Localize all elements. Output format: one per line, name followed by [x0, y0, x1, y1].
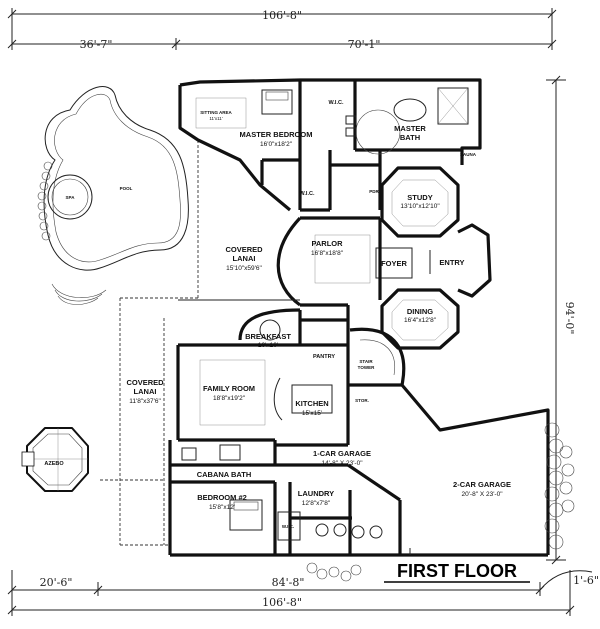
family-room-label: FAMILY ROOM [203, 384, 255, 393]
dim-bottom-left: 20'-6" [40, 576, 73, 589]
bedroom-2-label: BEDROOM #2 [197, 493, 247, 502]
kitchen-size: 15'x15' [302, 410, 322, 417]
house-walls [168, 78, 550, 557]
landscaping [306, 422, 575, 582]
interior-details [181, 87, 469, 539]
gazebo: AZEBO [21, 427, 89, 492]
pool-area: SPA POOL [37, 86, 189, 305]
dim-top-right: 70'-1" [348, 38, 381, 51]
dim-top-left: 36'-7" [80, 38, 113, 51]
breakfast-label: BREAKFAST [245, 332, 291, 341]
pantry-label: PANTRY [313, 354, 335, 360]
dim-bottom-middle: 84'-8" [272, 576, 305, 589]
pool-shape [43, 86, 189, 271]
bedroom-2-size: 15'8"x12' [209, 504, 235, 511]
covered-lanai-2-label-2: LANAI [134, 387, 157, 396]
sitting-area-size: 11'x11' [209, 116, 222, 121]
garage-2-size: 20'-8" X 23'-0" [461, 491, 503, 498]
pool-label: POOL [120, 186, 133, 191]
breakfast-size: 10'x10' [258, 342, 278, 349]
garage-1-size: 14'-8" X 23'-0" [321, 460, 363, 467]
garage-2-label: 2-CAR GARAGE [453, 480, 511, 489]
plan-title: FIRST FLOOR [397, 561, 517, 581]
stair-tower-label: STAIR [359, 359, 373, 364]
master-bath-label-2: BATH [400, 133, 420, 142]
parlor-label: PARLOR [311, 239, 343, 248]
wic-bottom-label: W.I.C. [282, 524, 294, 529]
study-label: STUDY [407, 193, 432, 202]
master-bedroom-size: 16'0"x18'2" [260, 141, 293, 148]
dim-bottom-right: 1'-6" [573, 574, 599, 587]
dim-top-overall: 106'-8" [262, 9, 302, 22]
dim-right-side: 94'-0" [563, 302, 576, 335]
master-bedroom-label: MASTER BEDROOM [240, 130, 313, 139]
study-size: 13'10"x12'10" [400, 203, 440, 210]
covered-lanai-1-label-2: LANAI [233, 254, 256, 263]
dining-size: 16'4"x12'8" [404, 317, 437, 324]
gazebo-label: AZEBO [44, 461, 64, 467]
entry-label: ENTRY [439, 258, 464, 267]
room-labels: SITTING AREA 11'x11' MASTER BEDROOM 16'0… [126, 100, 511, 529]
stor-label: STOR. [355, 398, 369, 403]
spa-label: SPA [66, 195, 76, 200]
parlor-size: 16'8"x18'8" [311, 250, 344, 257]
covered-lanai-1-size: 15'10"x59'6" [226, 265, 262, 272]
dining-label: DINING [407, 307, 433, 316]
covered-lanai-1-label: COVERED [225, 245, 263, 254]
spa-shape [47, 174, 93, 220]
foyer-label: FOYER [381, 259, 407, 268]
cabana-bath-label: CABANA BATH [197, 470, 252, 479]
lanai-outlines [100, 140, 199, 546]
dimension-lines: 106'-8" 36'-7" 70'-1" 94'-0" 20'-6" 84'-… [7, 8, 599, 616]
stair-tower-label-2: TOWER [358, 365, 375, 370]
covered-lanai-2-label: COVERED [126, 378, 164, 387]
master-bath-label: MASTER [394, 124, 426, 133]
covered-lanai-2-size: 11'8"x37'6" [129, 398, 161, 405]
wic-top-label: W.I.C. [329, 100, 344, 106]
kitchen-label: KITCHEN [295, 399, 328, 408]
wic-mid-label: W.I.C. [300, 191, 315, 197]
sauna-label: SAUNA [460, 152, 477, 157]
laundry-size: 12'8"x7'8" [302, 500, 331, 507]
family-room-size: 18'8"x19'2" [213, 395, 246, 402]
sitting-area-label: SITTING AREA [200, 110, 232, 115]
pdr-label: PDR [369, 189, 379, 194]
title-block: FIRST FLOOR [384, 561, 530, 583]
laundry-label: LAUNDRY [298, 489, 334, 498]
dim-bottom-overall: 106'-8" [262, 596, 302, 609]
garage-1-label: 1-CAR GARAGE [313, 449, 371, 458]
